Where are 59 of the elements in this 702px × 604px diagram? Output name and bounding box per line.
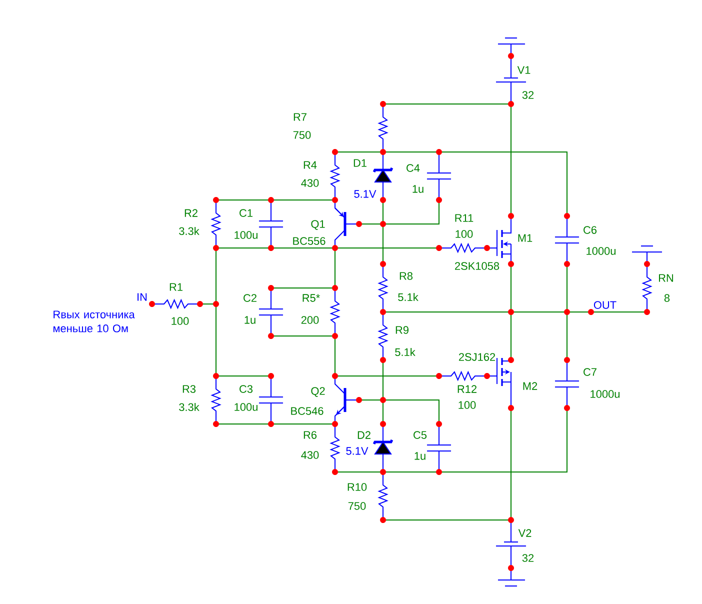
note-text: Rвых источника меньше 10 Ом (53, 310, 135, 332)
component-label: R11 (455, 214, 474, 222)
value-label: 5.1V (346, 447, 368, 455)
component-label: V1 (517, 66, 530, 74)
component-label: D1 (354, 159, 366, 167)
component-label: R3 (182, 385, 196, 393)
value-label: 750 (348, 502, 366, 510)
value-label: 1000u (586, 247, 616, 255)
value-label: 100 (172, 317, 189, 325)
component-label: M2 (523, 382, 538, 390)
value-label: 3.3k (179, 402, 200, 412)
value-label: 750 (293, 131, 311, 139)
component-label: Q1 (311, 220, 325, 230)
component-label: C1 (240, 209, 252, 217)
value-label: 100 (456, 230, 473, 238)
value-label: 8 (664, 294, 670, 302)
component-label: R5* (302, 294, 320, 302)
component-label: R7 (294, 113, 306, 121)
component-label: C5 (414, 431, 427, 439)
component-label: R2 (184, 209, 198, 217)
net-label: OUT (594, 301, 616, 309)
component-label: D2 (358, 431, 370, 439)
value-label: 32 (522, 91, 534, 99)
component-label: R8 (400, 272, 413, 280)
value-label: 1u (244, 316, 256, 324)
value-label: 5.1k (398, 292, 418, 302)
value-label: 2SJ162 (458, 353, 496, 361)
component-label: Q2 (311, 387, 325, 397)
value-label: 430 (301, 451, 319, 459)
value-label: 100u (234, 403, 258, 411)
value-label: 1000u (590, 390, 620, 398)
component-label: R4 (304, 161, 317, 169)
value-label: 2SK1058 (455, 262, 500, 270)
component-label: C4 (406, 164, 420, 172)
value-label: 100 (458, 401, 476, 409)
component-label: C2 (244, 294, 256, 302)
value-label: BC556 (293, 237, 326, 245)
component-label: R9 (396, 326, 408, 334)
value-label: BC546 (291, 407, 324, 415)
value-label: 200 (301, 316, 319, 324)
component-label: R1 (170, 283, 182, 291)
component-label: R6 (304, 431, 317, 439)
component-label: C3 (240, 385, 253, 393)
value-label: 1u (414, 452, 426, 460)
value-label: 100u (234, 231, 258, 239)
component-label: V2 (518, 529, 532, 537)
value-label: 430 (301, 179, 319, 187)
net-label: IN (138, 293, 147, 301)
value-label: 32 (522, 554, 534, 562)
value-label: 5.1V (354, 190, 376, 198)
component-label: R10 (348, 483, 367, 491)
component-label: R12 (458, 385, 476, 393)
component-label: C6 (584, 226, 597, 234)
component-label: M1 (518, 234, 532, 242)
component-label: RN (659, 274, 674, 282)
value-label: 1u (412, 185, 424, 193)
component-label: C7 (584, 368, 596, 376)
value-label: 3.3k (179, 226, 200, 236)
value-label: 5.1k (395, 348, 416, 356)
